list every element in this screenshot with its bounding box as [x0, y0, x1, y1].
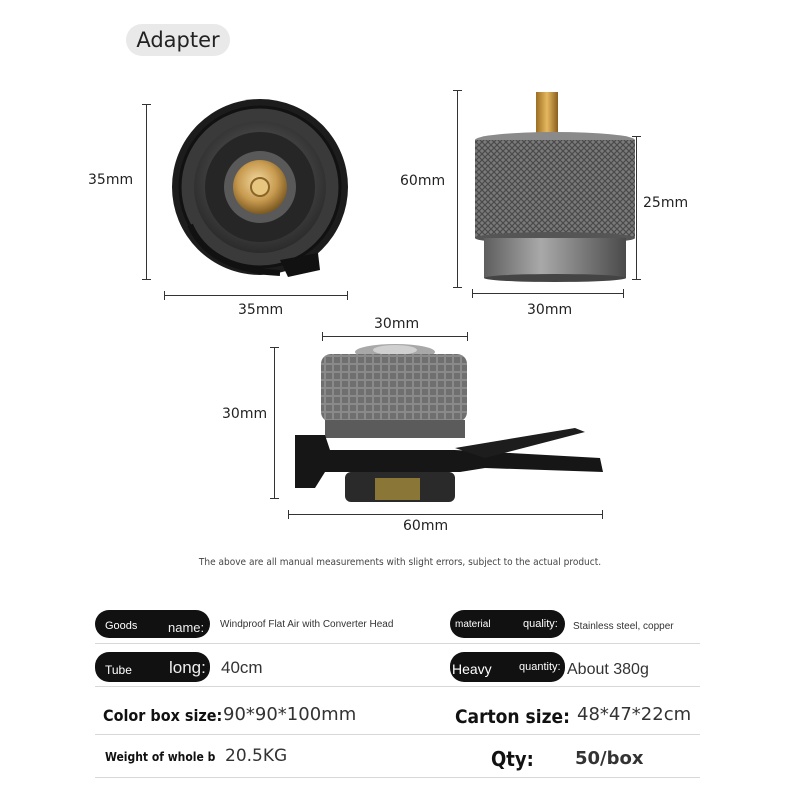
color-box-value: 90*90*100mm [223, 704, 357, 725]
carton-value: 48*47*22cm [577, 704, 692, 725]
goods-label-b: name: [168, 620, 205, 635]
heavy-label-a: Heavy [452, 661, 492, 677]
adapter-with-base-image [295, 344, 603, 502]
tube-value: 40cm [221, 658, 263, 677]
dimension-line-bottom-width [288, 510, 603, 519]
tube-label-a: Tube [105, 663, 132, 677]
label-background [95, 610, 210, 638]
dimension-height-label: 35mm [88, 172, 134, 188]
dimension-bottom-width-label: 60mm [403, 518, 449, 534]
material-value: Stainless steel, copper [573, 621, 674, 632]
dimension-line-body-height [632, 136, 641, 280]
label-background [450, 610, 565, 638]
carton-label: Carton size: [455, 706, 570, 728]
goods-value: Windproof Flat Air with Converter Head [220, 619, 394, 630]
page-title: Adapter [126, 24, 230, 56]
color-box-label: Color box size: [103, 706, 223, 725]
dimension-line-bottom-height [270, 347, 279, 499]
material-label-b: quality: [523, 618, 558, 630]
goods-label-a: Goods [105, 620, 138, 632]
dimension-width-right-label: 30mm [527, 302, 573, 318]
heavy-value: About 380g [567, 661, 649, 678]
adapter-side-view-image [475, 92, 635, 282]
heavy-label-b: quantity: [519, 661, 561, 673]
dimension-line-width-right [472, 289, 624, 298]
qty-value: 50/box [575, 748, 644, 769]
dimension-line-total-height [453, 90, 462, 288]
spec-row-tube-heavy: Tube long: 40cm Heavy quantity: About 38… [95, 646, 700, 687]
weight-label: Weight of whole box [105, 750, 215, 764]
tube-label-b: long: [169, 658, 206, 677]
measurement-note: The above are all manual measurements wi… [198, 557, 602, 568]
adapter-front-view-image [172, 99, 348, 277]
spec-row-goods-material: Goods name: Windproof Flat Air with Conv… [95, 607, 700, 644]
weight-value: 20.5KG [225, 746, 288, 766]
dimension-body-height-label: 25mm [643, 195, 689, 211]
dimension-line-top-width [322, 332, 468, 341]
dimension-bottom-height-label: 30mm [222, 406, 268, 422]
dimension-width-label: 35mm [238, 302, 284, 318]
dimension-total-height-label: 60mm [400, 173, 446, 189]
spec-row-weight-qty: Weight of whole box 20.5KG Qty: 50/box [95, 737, 700, 778]
dimension-top-width-label: 30mm [374, 316, 420, 332]
spec-row-box-sizes: Color box size: 90*90*100mm Carton size:… [95, 690, 700, 735]
qty-label: Qty: [491, 747, 534, 771]
material-label-a: material [455, 619, 491, 630]
label-background [95, 652, 210, 682]
dimension-line-width-left [164, 291, 348, 300]
dimension-line-height-left [142, 104, 151, 280]
label-background [450, 652, 565, 682]
